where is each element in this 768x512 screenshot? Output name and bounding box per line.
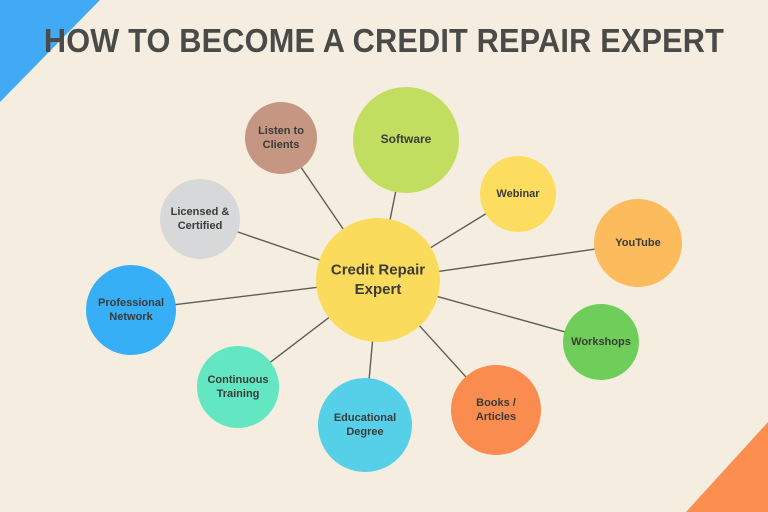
node-label: Workshops [571, 336, 631, 348]
connector-line-software [389, 190, 397, 221]
connector-line-youtube [438, 248, 596, 273]
connector-line-professional-network [174, 286, 318, 306]
node-label: Software [381, 132, 432, 146]
connector-line-educational-degree [368, 340, 374, 380]
connector-lines [174, 166, 596, 380]
bottom-right-triangle-decoration [686, 422, 768, 512]
connector-line-listen-to-clients [300, 166, 345, 231]
connector-line-continuous-training [269, 316, 330, 364]
node-workshops[interactable]: Workshops [563, 304, 639, 380]
node-label: YouTube [615, 237, 660, 249]
page-title: HOW TO BECOME A CREDIT REPAIR EXPERT [43, 22, 725, 59]
node-books-articles[interactable]: Books /Articles [451, 365, 541, 455]
connector-line-workshops [436, 295, 566, 333]
connector-line-books-articles [418, 324, 467, 378]
node-licensed-certified[interactable]: Licensed &Certified [160, 179, 240, 259]
top-left-triangle-decoration [0, 0, 100, 102]
connector-line-licensed-certified [236, 230, 321, 261]
node-software[interactable]: Software [353, 87, 459, 193]
connector-line-webinar [429, 212, 487, 249]
node-label: Books /Articles [476, 397, 516, 423]
node-webinar[interactable]: Webinar [480, 156, 556, 232]
node-label: Licensed &Certified [171, 206, 230, 232]
node-label: Webinar [496, 188, 540, 200]
node-youtube[interactable]: YouTube [594, 199, 682, 287]
